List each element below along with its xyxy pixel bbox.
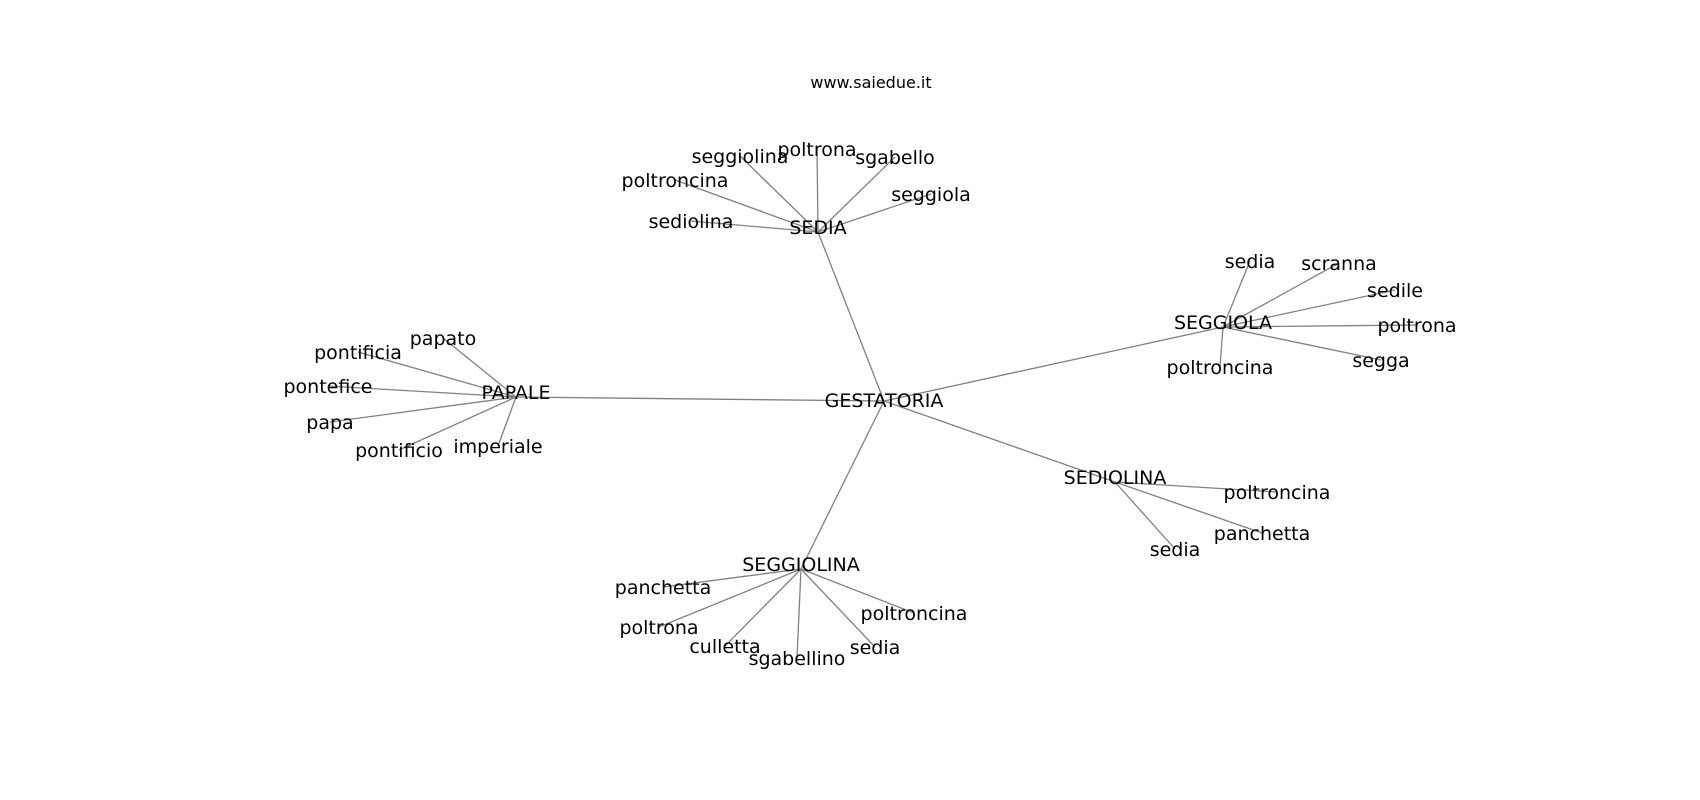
leaf-node-label: panchetta [615,577,711,599]
edge-hub-to-leaf [1222,260,1251,328]
hub-node-label: SEDIA [789,217,846,239]
edge-center-to-hub [817,231,885,402]
edge-hub-to-leaf [1222,262,1340,328]
hub-node-label: SEGGIOLINA [742,554,859,576]
leaf-node-label: seggiolina [692,146,789,168]
leaf-node-label: imperiale [453,436,542,458]
leaf-node-label: pontificio [355,440,443,462]
edge-hub-to-leaf [329,396,517,423]
edge-center-to-hub [883,326,1224,402]
leaf-node-label: panchetta [1214,523,1310,545]
edge-hub-to-leaf [327,385,517,398]
leaf-node-label: segga [1352,350,1409,372]
edges-layer [327,148,1418,659]
edge-hub-to-leaf [1114,481,1278,493]
site-url-label: www.saiedue.it [810,73,931,92]
leaf-node-label: sgabellino [749,648,846,670]
leaf-node-label: sedia [1150,539,1201,561]
edge-hub-to-leaf [817,156,896,233]
edge-hub-to-leaf [398,396,517,451]
edge-hub-to-leaf [1222,326,1382,361]
leaf-node-label: pontefice [284,376,373,398]
leaf-node-label: poltroncina [622,170,729,192]
edge-hub-to-leaf [739,155,819,233]
leaf-node-label: poltroncina [1167,357,1274,379]
leaf-node-label: pontificia [314,342,402,364]
leaf-node-label: papato [410,328,476,350]
leaf-node-label: scranna [1301,253,1377,275]
edge-hub-to-leaf [357,351,517,398]
hub-node-label: SEDIOLINA [1064,467,1167,489]
center-node-label: GESTATORIA [825,390,944,412]
edge-center-to-hub [800,400,885,570]
edge-hub-to-leaf [1114,481,1263,534]
edge-hub-to-leaf [816,148,819,233]
edge-hub-to-leaf [800,568,915,614]
leaf-node-label: sgabello [855,147,935,169]
leaf-node-label: sedile [1367,280,1423,302]
edge-hub-to-leaf [1222,324,1418,328]
edge-hub-to-leaf [1222,289,1396,328]
edge-hub-to-leaf [442,337,517,398]
edge-hub-to-leaf [817,193,932,233]
hub-node-label: PAPALE [481,382,550,404]
labels-layer: www.saiedue.it GESTATORIA seggiolinapolt… [284,73,1457,670]
leaf-node-label: poltrona [1377,315,1456,337]
edge-hub-to-leaf [724,568,802,647]
hub-node-label: SEGGIOLA [1174,312,1272,334]
edge-hub-to-leaf [658,568,802,628]
edge-center-to-hub [515,396,885,402]
leaf-node-label: poltroncina [861,603,968,625]
edge-hub-to-leaf [1114,481,1176,550]
leaf-node-label: poltroncina [1224,482,1331,504]
edge-hub-to-leaf [662,568,802,588]
leaf-node-label: sedia [1225,251,1276,273]
edge-hub-to-leaf [674,179,819,233]
leaf-node-label: sedia [850,637,901,659]
edge-hub-to-leaf [796,568,802,659]
leaf-node-label: seggiola [891,184,971,206]
leaf-node-label: poltrona [619,617,698,639]
edge-center-to-hub [883,400,1116,483]
edge-hub-to-leaf [497,396,517,447]
edge-hub-to-leaf [800,568,876,648]
edge-hub-to-leaf [1219,326,1224,368]
leaf-node-label: papa [306,412,353,434]
leaf-node-label: sediolina [649,211,734,233]
leaf-node-label: poltrona [777,139,856,161]
edge-hub-to-leaf [690,220,819,233]
leaf-node-label: culletta [689,636,760,658]
